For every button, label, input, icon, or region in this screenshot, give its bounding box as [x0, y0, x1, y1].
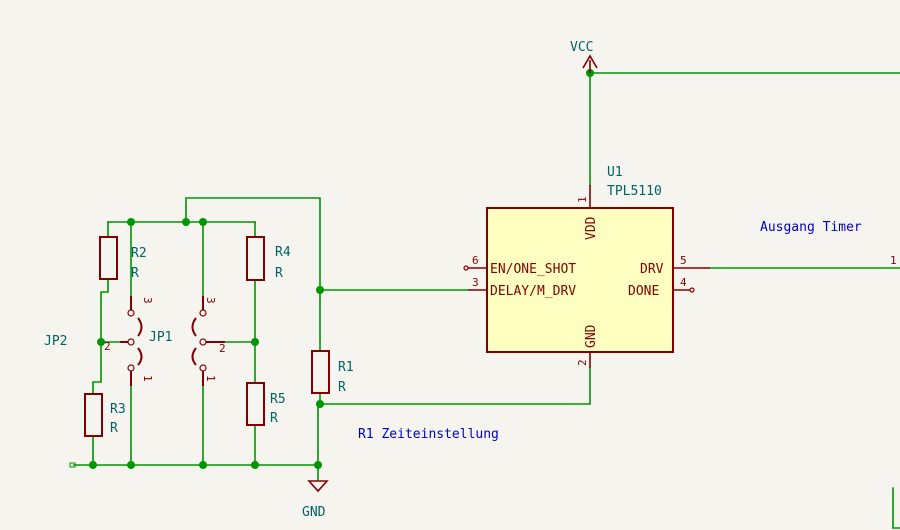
junctions — [69, 69, 594, 469]
gnd-label: GND — [302, 505, 326, 520]
jp2-pin3: 3 — [141, 297, 154, 304]
r2-value: R — [131, 266, 139, 281]
output-connector[interactable]: 1 — [890, 254, 897, 267]
jp1-pin2: 2 — [219, 342, 226, 355]
vcc-symbol[interactable]: VCC — [570, 40, 598, 73]
r1-resistor[interactable]: R1 R — [311, 350, 354, 395]
wires — [73, 72, 900, 529]
vcc-label: VCC — [570, 40, 593, 55]
r4-ref: R4 — [275, 245, 291, 260]
r3-value: R — [110, 421, 118, 436]
u1-ref: U1 — [607, 165, 623, 180]
r5-resistor[interactable]: R5 R — [246, 382, 286, 426]
jp2-ref: JP2 — [44, 334, 67, 349]
note-ausgang-timer: Ausgang Timer — [760, 220, 862, 235]
pin-vdd-num: 1 — [576, 196, 589, 203]
r3-ref: R3 — [110, 402, 126, 417]
pin-en-num: 6 — [472, 254, 479, 267]
pin-drv-name: DRV — [640, 262, 664, 277]
jp1-pin3: 3 — [204, 297, 217, 304]
gnd-symbol[interactable]: GND — [302, 480, 329, 520]
r1-ref: R1 — [338, 360, 354, 375]
u1-chip[interactable]: U1 TPL5110 EN/ONE_SHOT DELAY/M_DRV DRV D… — [463, 165, 710, 368]
pin-done-name: DONE — [628, 284, 659, 299]
jp1-pin1: 1 — [204, 375, 217, 382]
pin-done-num: 4 — [680, 276, 687, 289]
pin-delay-num: 3 — [472, 276, 479, 289]
connector-pin-num: 1 — [890, 254, 897, 267]
r2-ref: R2 — [131, 246, 147, 261]
jp1-jumper[interactable]: JP1 2 3 1 — [149, 296, 226, 386]
r2-resistor[interactable]: R2 R — [99, 236, 147, 281]
r4-resistor[interactable]: R4 R — [246, 236, 291, 281]
r5-value: R — [270, 411, 278, 426]
u1-value: TPL5110 — [607, 184, 662, 199]
pin-delay-name: DELAY/M_DRV — [490, 284, 576, 299]
jp2-pin1: 1 — [141, 375, 154, 382]
pin-drv-num: 5 — [680, 254, 687, 267]
jp1-ref: JP1 — [149, 330, 172, 345]
pin-gnd-num: 2 — [576, 359, 589, 366]
jp2-jumper[interactable]: JP2 2 3 1 — [44, 296, 154, 386]
note-r1-zeiteinstellung: R1 Zeiteinstellung — [358, 427, 499, 442]
r5-ref: R5 — [270, 392, 286, 407]
pin-en-name: EN/ONE_SHOT — [490, 262, 576, 277]
r1-value: R — [338, 380, 346, 395]
pin-gnd-name: GND — [584, 324, 599, 348]
r4-value: R — [275, 266, 283, 281]
jp2-pin2: 2 — [104, 340, 111, 353]
pin-vdd-name: VDD — [584, 216, 599, 240]
r3-resistor[interactable]: R3 R — [84, 393, 126, 437]
